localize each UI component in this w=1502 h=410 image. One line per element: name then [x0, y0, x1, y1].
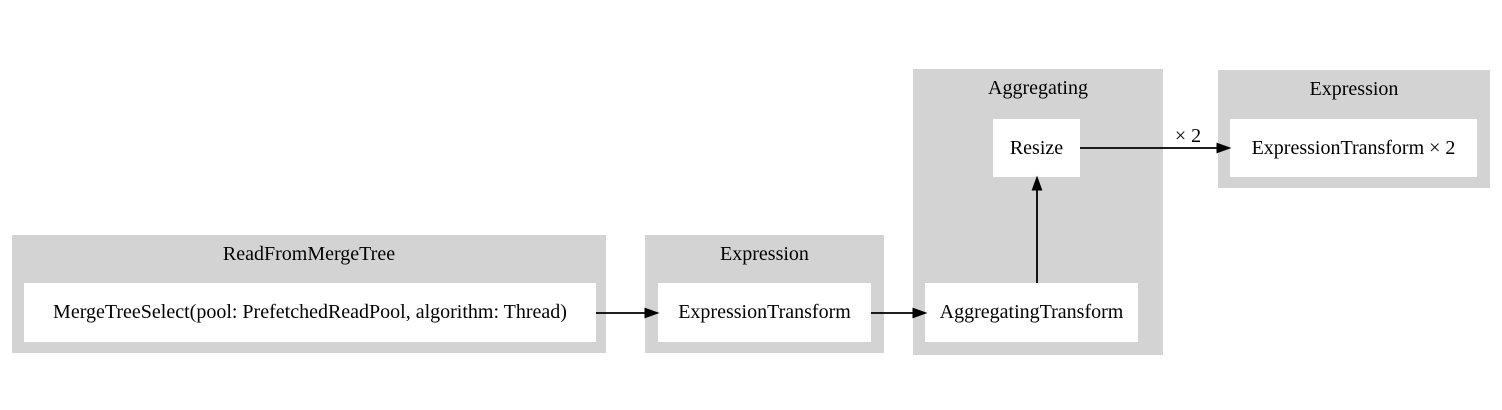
cluster-title: ReadFromMergeTree — [222, 243, 396, 265]
node-label: ExpressionTransform × 2 — [1251, 136, 1456, 159]
node-mergetreeselect: MergeTreeSelect(pool: PrefetchedReadPool… — [24, 283, 596, 342]
node-aggregatingtransform: AggregatingTransform — [925, 283, 1138, 342]
node-expressiontransform: ExpressionTransform — [658, 283, 871, 342]
cluster-expression-1: Expression ExpressionTransform — [645, 235, 884, 353]
node-label: ExpressionTransform — [678, 301, 851, 323]
node-label: MergeTreeSelect(pool: PrefetchedReadPool… — [53, 301, 567, 323]
node-resize: Resize — [993, 119, 1080, 177]
node-expressiontransform-x2: ExpressionTransform × 2 — [1230, 119, 1477, 177]
cluster-title: Aggregating — [988, 77, 1088, 99]
node-label: AggregatingTransform — [939, 301, 1124, 323]
cluster-expression-2: Expression ExpressionTransform × 2 — [1218, 70, 1490, 188]
cluster-aggregating: Aggregating Resize AggregatingTransform — [913, 69, 1163, 355]
node-label: Resize — [1009, 136, 1064, 159]
cluster-title: Expression — [1309, 78, 1399, 100]
cluster-readfrommergetree: ReadFromMergeTree MergeTreeSelect(pool: … — [12, 235, 606, 353]
edge-multiplicity-label: × 2 — [1174, 125, 1202, 147]
cluster-title: Expression — [720, 243, 809, 265]
